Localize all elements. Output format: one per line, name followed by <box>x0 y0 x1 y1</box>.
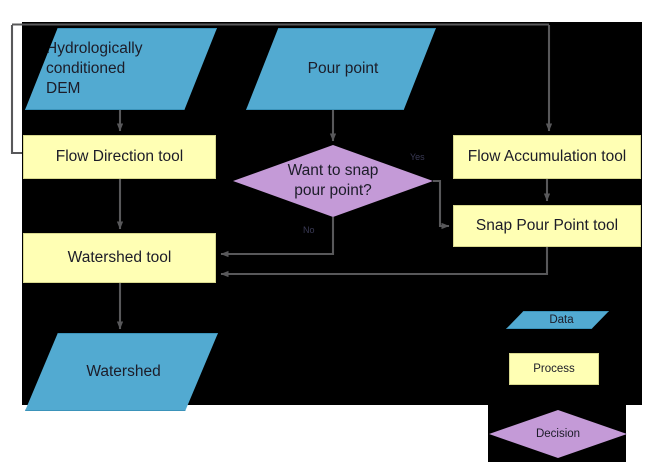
edge-label-no: No <box>303 225 315 235</box>
node-flow-accumulation-tool[interactable]: Flow Accumulation tool <box>453 135 641 179</box>
edge-label-yes: Yes <box>410 152 425 162</box>
node-watershed-tool[interactable]: Watershed tool <box>23 233 216 283</box>
legend-item-process: Process <box>509 353 599 385</box>
legend-item-label: Data <box>549 313 574 326</box>
node-label: Flow Accumulation tool <box>467 148 627 166</box>
node-label: Watershed <box>86 363 161 381</box>
edge-top-rail-left <box>10 25 22 155</box>
node-pour-point[interactable]: Pour point <box>246 28 436 110</box>
node-watershed[interactable]: Watershed <box>25 333 218 411</box>
node-hydrologically-conditioned-dem[interactable]: Hydrologically conditioned DEM <box>25 28 217 110</box>
node-label: Snap Pour Point tool <box>475 217 619 235</box>
node-flow-direction-tool[interactable]: Flow Direction tool <box>23 135 216 179</box>
legend-item-label: Process <box>533 362 575 375</box>
legend-item-data: Data <box>506 311 609 329</box>
node-label: Pour point <box>307 60 379 78</box>
node-label: Watershed tool <box>67 249 172 267</box>
node-label: Want to snap pour point? <box>287 162 379 199</box>
node-label: Hydrologically conditioned DEM <box>46 40 143 97</box>
node-label: Flow Direction tool <box>55 148 184 166</box>
node-snap-pour-point-tool[interactable]: Snap Pour Point tool <box>453 205 641 247</box>
legend-item-label: Decision <box>535 427 581 440</box>
